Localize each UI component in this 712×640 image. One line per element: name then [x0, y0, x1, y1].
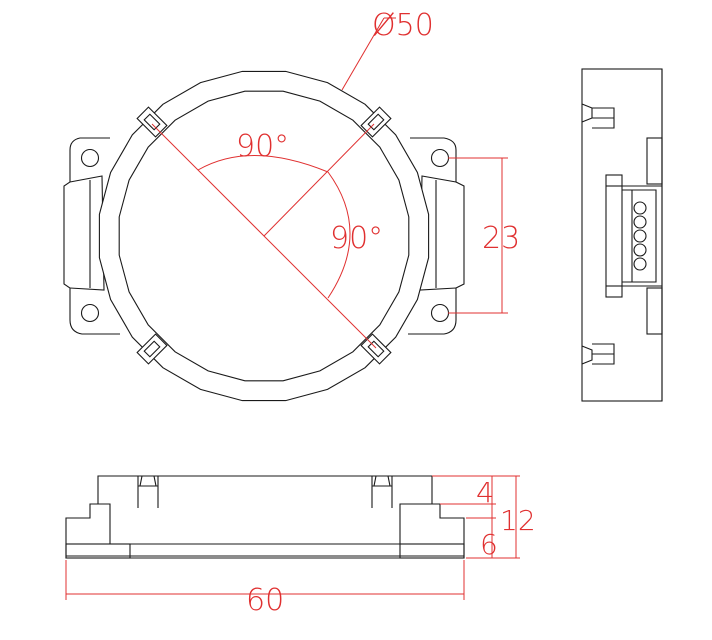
contact-pin [633, 229, 647, 243]
bottom-clip-left [137, 475, 159, 508]
side-clip-top [581, 103, 593, 123]
right-top-hole [430, 148, 450, 168]
left-flange [63, 137, 120, 335]
top-offset-label: 4 [476, 476, 494, 509]
width-label: 60 [246, 583, 284, 618]
inner-ring [118, 90, 410, 382]
base-height-label: 6 [480, 528, 498, 561]
bottom-body [65, 503, 465, 559]
contact-pin [633, 257, 647, 271]
angle-label-lower: 90° [330, 221, 383, 256]
diameter-leader [341, 17, 385, 91]
left-bottom-hole [80, 303, 100, 323]
side-connector-frame [622, 185, 662, 287]
contact-pin [633, 201, 647, 215]
side-view [581, 68, 663, 402]
front-view-dimensions: Ø50 90° 90° 23 [151, 8, 520, 349]
left-top-hole [80, 148, 100, 168]
bottom-view [65, 475, 465, 559]
bottom-view-dimensions: 60 4 12 6 [65, 475, 536, 618]
bottom-clip-right [371, 475, 393, 508]
side-clip-bottom [581, 345, 593, 365]
bottom-foot-left [65, 543, 131, 559]
side-tab-top [646, 137, 663, 185]
side-connector-outer [605, 174, 623, 298]
angle-arc-upper [197, 155, 329, 173]
contact-pin [633, 215, 647, 229]
clip-top-left [136, 106, 168, 138]
diagonal-line-secondary [263, 123, 375, 237]
total-height-label: 12 [500, 504, 536, 537]
contact-pin [633, 243, 647, 257]
bottom-top-plate [97, 475, 433, 504]
clip-bottom-right [360, 333, 392, 365]
angle-label-upper: 90° [236, 129, 289, 164]
right-bottom-hole [430, 303, 450, 323]
hole-spacing-label: 23 [482, 221, 520, 256]
clip-bottom-left [136, 333, 168, 365]
angle-arc-lower [327, 171, 351, 299]
right-flange [408, 137, 465, 335]
side-tab-bottom [646, 287, 663, 335]
diameter-label: Ø50 [372, 8, 434, 43]
bottom-foot-right [399, 543, 465, 559]
